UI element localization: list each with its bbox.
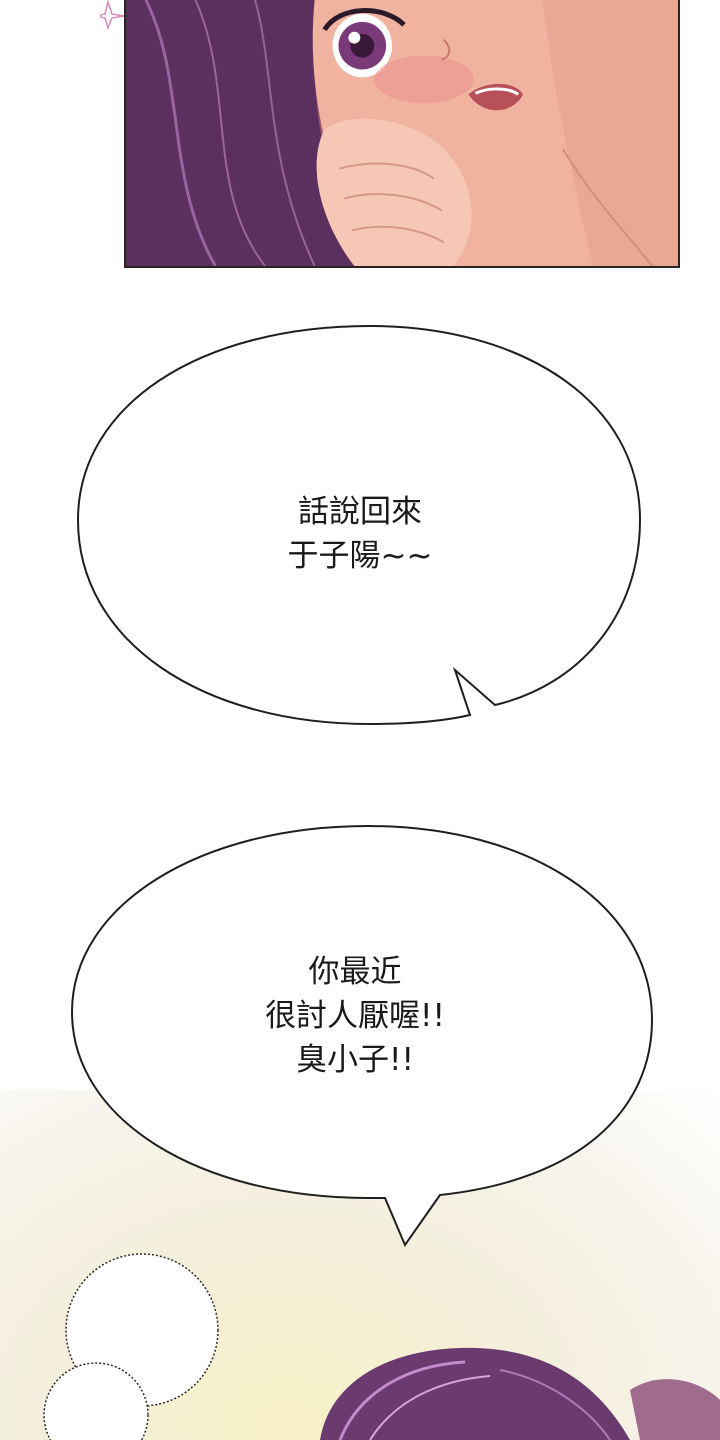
character-hair-bottom	[300, 1330, 720, 1440]
bubble-2-line-1: 你最近	[308, 954, 402, 990]
comic-panel-face	[124, 0, 680, 268]
bubble-1-line-2: 于子陽~~	[287, 538, 433, 574]
bubble-2-line-2: 很討人厭喔!!	[265, 998, 445, 1034]
sparkle-icon	[100, 0, 125, 30]
speech-bubble-2-text: 你最近 很討人厭喔!! 臭小子!!	[220, 950, 490, 1082]
face-illustration	[126, 0, 678, 266]
bubble-2-line-3: 臭小子!!	[296, 1042, 414, 1078]
bubble-1-line-1: 話說回來	[298, 494, 422, 530]
speech-bubble-1-text: 話說回來 于子陽~~	[250, 490, 470, 578]
